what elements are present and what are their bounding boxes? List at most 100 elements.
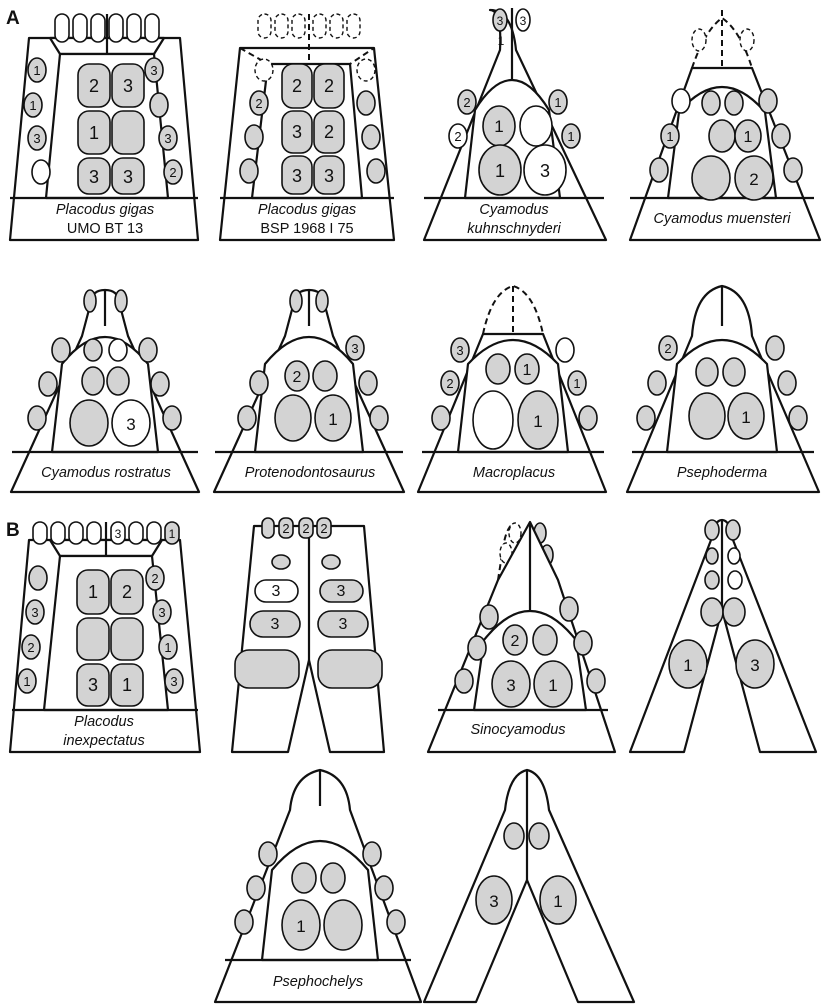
- dentary-tooth: [723, 598, 745, 626]
- diagram-protenodontosaurus: 2 1 3 Protenodontosaurus: [214, 290, 404, 492]
- maxillary-tooth: [139, 338, 157, 362]
- diagram-cyamodus-rostratus: 3 Cyamodus rostratus: [11, 290, 199, 492]
- tooth-number: 2: [292, 76, 302, 96]
- diagram-cyamodus-kuhnschnyderi: 3 3 1 2 2 1 1 3 1 1 Cyamodus kuhnschnyde…: [424, 8, 606, 240]
- maxillary-tooth: [560, 597, 578, 621]
- maxillary-tooth-dashed: [255, 59, 273, 81]
- palatine-tooth: [533, 625, 557, 655]
- anterior-tooth: [262, 518, 274, 538]
- maxillary-tooth: [370, 406, 388, 430]
- tooth-number: 2: [511, 633, 520, 650]
- premaxillary-tooth: [84, 290, 96, 312]
- diagram-mandible-psephochelys: 3 1: [424, 770, 634, 1002]
- dentary-tooth: [322, 555, 340, 569]
- tooth-number: 1: [122, 675, 132, 695]
- dentary-tooth: [318, 650, 382, 688]
- tooth-number: 1: [88, 582, 98, 602]
- maxillary-tooth: [163, 406, 181, 430]
- diagram-psephoderma: 2 1 Psephoderma: [627, 286, 819, 492]
- taxon-label: Macroplacus: [473, 465, 555, 481]
- tooth-number: 3: [123, 76, 133, 96]
- tooth-number: 2: [320, 521, 327, 536]
- dentary-tooth: [728, 571, 742, 589]
- diagram-psephochelys: 1 Psephochelys: [215, 770, 421, 1002]
- taxon-label: kuhnschnyderi: [467, 221, 561, 237]
- taxon-label: Psephochelys: [273, 974, 363, 990]
- tooth-number: 3: [337, 583, 346, 600]
- maxillary-tooth: [375, 876, 393, 900]
- diagram-placodus-gigas-bsp: 2 2 2 3 2 3 3 Placodus gigas BSP 1968 I …: [220, 14, 394, 240]
- panel-label-b: B: [6, 520, 20, 541]
- tooth-number: 3: [170, 674, 177, 689]
- specimen-label: UMO BT 13: [67, 221, 143, 237]
- maxillary-tooth: [778, 371, 796, 395]
- palatine-tooth: [292, 863, 316, 893]
- premaxillary-tooth: [91, 14, 105, 42]
- premaxillary-tooth: [109, 14, 123, 42]
- tooth-number: 3: [292, 122, 302, 142]
- tooth-number: 2: [324, 76, 334, 96]
- premaxillary-tooth: [33, 522, 47, 544]
- tooth-number: 2: [151, 571, 158, 586]
- tooth-number: 1: [23, 674, 30, 689]
- palatine-tooth: [275, 395, 311, 441]
- tooth-number: 3: [456, 343, 463, 358]
- palatine-tooth: [689, 393, 725, 439]
- tooth-number: 2: [122, 582, 132, 602]
- tooth-number: 3: [271, 616, 280, 633]
- tooth-number: 2: [463, 95, 470, 110]
- palatine-tooth: [70, 400, 108, 446]
- taxon-label: Placodus gigas: [56, 202, 154, 218]
- palatine-region: [667, 340, 777, 452]
- maxillary-tooth: [362, 125, 380, 149]
- maxillary-tooth: [359, 371, 377, 395]
- maxillary-tooth: [574, 631, 592, 655]
- maxillary-tooth: [250, 371, 268, 395]
- tooth-number: 1: [498, 34, 505, 48]
- maxillary-tooth: [579, 406, 597, 430]
- palatine-tooth: [696, 358, 718, 386]
- maxillary-tooth: [766, 336, 784, 360]
- tooth-number: 3: [351, 341, 358, 356]
- diagram-cyamodus-muensteri: 1 1 2 Cyamodus muensteri: [630, 10, 820, 240]
- tooth-number: 2: [27, 640, 34, 655]
- palatine-tooth: [82, 367, 104, 395]
- maxillary-tooth: [39, 372, 57, 396]
- palatine-tooth: [84, 339, 102, 361]
- specimen-label: BSP 1968 I 75: [260, 221, 353, 237]
- maxillary-tooth: [587, 669, 605, 693]
- tooth-number: 1: [683, 656, 692, 675]
- taxon-label: Placodus: [74, 714, 134, 730]
- tooth-number: 3: [33, 131, 40, 146]
- diagram-mandible-sinocyamodus: 1 3: [630, 520, 816, 752]
- maxillary-tooth-dashed: [357, 59, 375, 81]
- dentary-tooth: [705, 571, 719, 589]
- premaxillary-tooth: [316, 290, 328, 312]
- maxillary-tooth: [238, 406, 256, 430]
- tooth-number: 1: [328, 410, 337, 429]
- tooth-number: 1: [744, 129, 753, 146]
- tooth-number: 1: [164, 640, 171, 655]
- tooth-number: 1: [89, 123, 99, 143]
- maxillary-tooth: [247, 876, 265, 900]
- tooth-number: 1: [533, 412, 542, 431]
- palatine-tooth: [111, 618, 143, 660]
- maxillary-tooth: [480, 605, 498, 629]
- tooth-number: 3: [89, 167, 99, 187]
- tooth-number: 1: [548, 676, 557, 695]
- taxon-label: Cyamodus: [479, 202, 548, 218]
- palatine-tooth: [473, 391, 513, 449]
- tooth-number: 3: [123, 167, 133, 187]
- diagram-placodus-gigas-umo: 1 1 3 2 3 1 3 3 3 3 2 Placodus gigas UMO…: [10, 14, 198, 240]
- maxillary-tooth: [789, 406, 807, 430]
- tooth-number: 1: [553, 892, 562, 911]
- palatine-tooth: [520, 106, 552, 146]
- palatine-tooth: [709, 120, 735, 152]
- tooth-number: 3: [506, 676, 515, 695]
- premaxillary-tooth: [69, 522, 83, 544]
- maxillary-tooth: [387, 910, 405, 934]
- tooth-number: 3: [750, 656, 759, 675]
- mandible-outline: [424, 770, 634, 1002]
- maxillary-tooth: [468, 636, 486, 660]
